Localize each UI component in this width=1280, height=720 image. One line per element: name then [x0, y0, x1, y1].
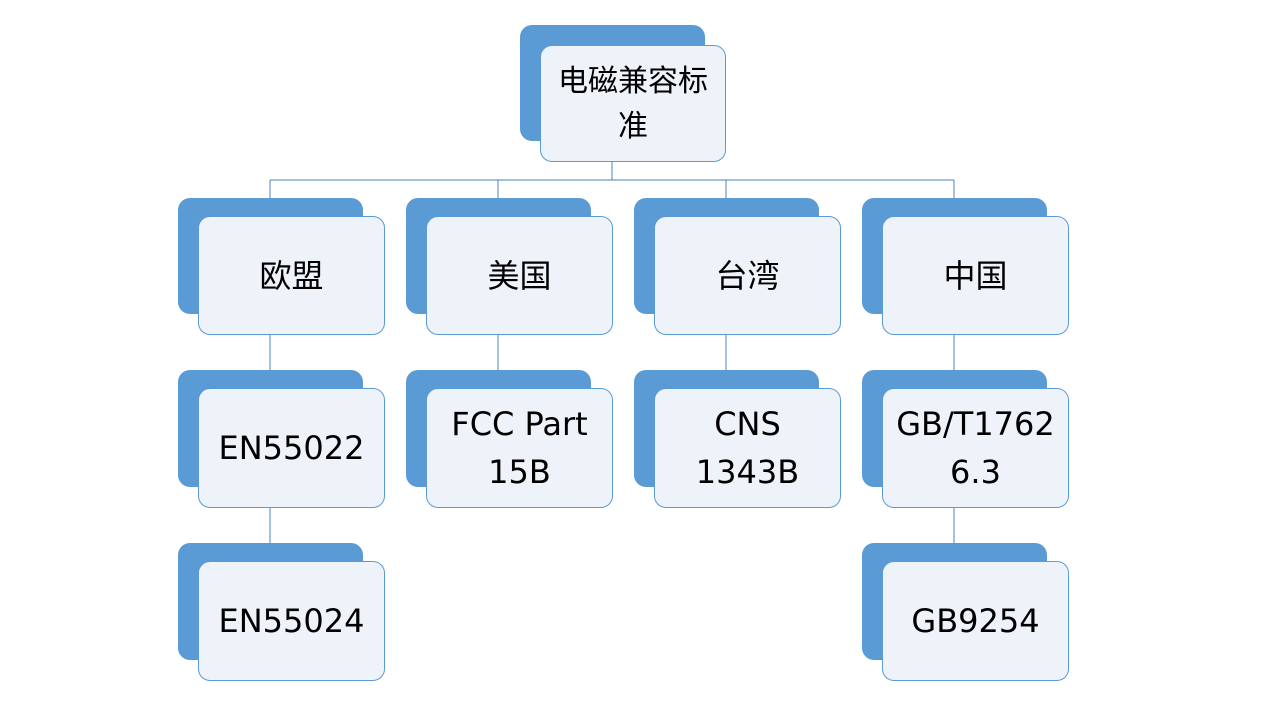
region-node-box: 欧盟: [198, 216, 385, 335]
standard-node-box: GB/T1762 6.3: [882, 388, 1069, 508]
standard-node-box: EN55024: [198, 561, 385, 681]
standard-node-box: CNS 1343B: [654, 388, 841, 508]
region-label: 台湾: [715, 256, 780, 295]
standard-label-line2: 6.3: [950, 453, 1001, 491]
standard-label: EN55022: [218, 429, 365, 467]
standard-node-box: GB9254: [882, 561, 1069, 681]
standard-label-line1: CNS: [714, 405, 781, 443]
standard-node-box: EN55022: [198, 388, 385, 508]
root-node-box: 电磁兼容标 准: [540, 45, 726, 162]
region-label: 欧盟: [259, 256, 324, 295]
standard-label: EN55024: [218, 602, 365, 640]
region-label: 中国: [943, 256, 1008, 295]
region-node-box: 中国: [882, 216, 1069, 335]
standard-node-en55022: EN55022: [178, 370, 385, 508]
standard-label-line2: 1343B: [695, 453, 800, 491]
standard-node-gbt17626-3: GB/T1762 6.3: [862, 370, 1069, 508]
standard-node-fcc-part-15b: FCC Part 15B: [406, 370, 613, 508]
standard-label-line1: FCC Part: [451, 405, 588, 443]
region-node-box: 台湾: [654, 216, 841, 335]
standard-label-line2: 15B: [488, 453, 551, 491]
region-node-us: 美国: [406, 198, 613, 335]
root-label-line2: 准: [618, 108, 648, 144]
region-node-tw: 台湾: [634, 198, 841, 335]
root-node: 电磁兼容标 准: [520, 25, 726, 162]
root-label-line1: 电磁兼容标: [558, 63, 708, 99]
region-label: 美国: [487, 256, 552, 295]
standard-node-gb9254: GB9254: [862, 543, 1069, 681]
standard-node-en55024: EN55024: [178, 543, 385, 681]
standard-node-cns-1343b: CNS 1343B: [634, 370, 841, 508]
standard-label: GB9254: [911, 602, 1040, 640]
region-node-eu: 欧盟: [178, 198, 385, 335]
region-node-cn: 中国: [862, 198, 1069, 335]
region-node-box: 美国: [426, 216, 613, 335]
standard-node-box: FCC Part 15B: [426, 388, 613, 508]
standard-label-line1: GB/T1762: [896, 405, 1055, 443]
